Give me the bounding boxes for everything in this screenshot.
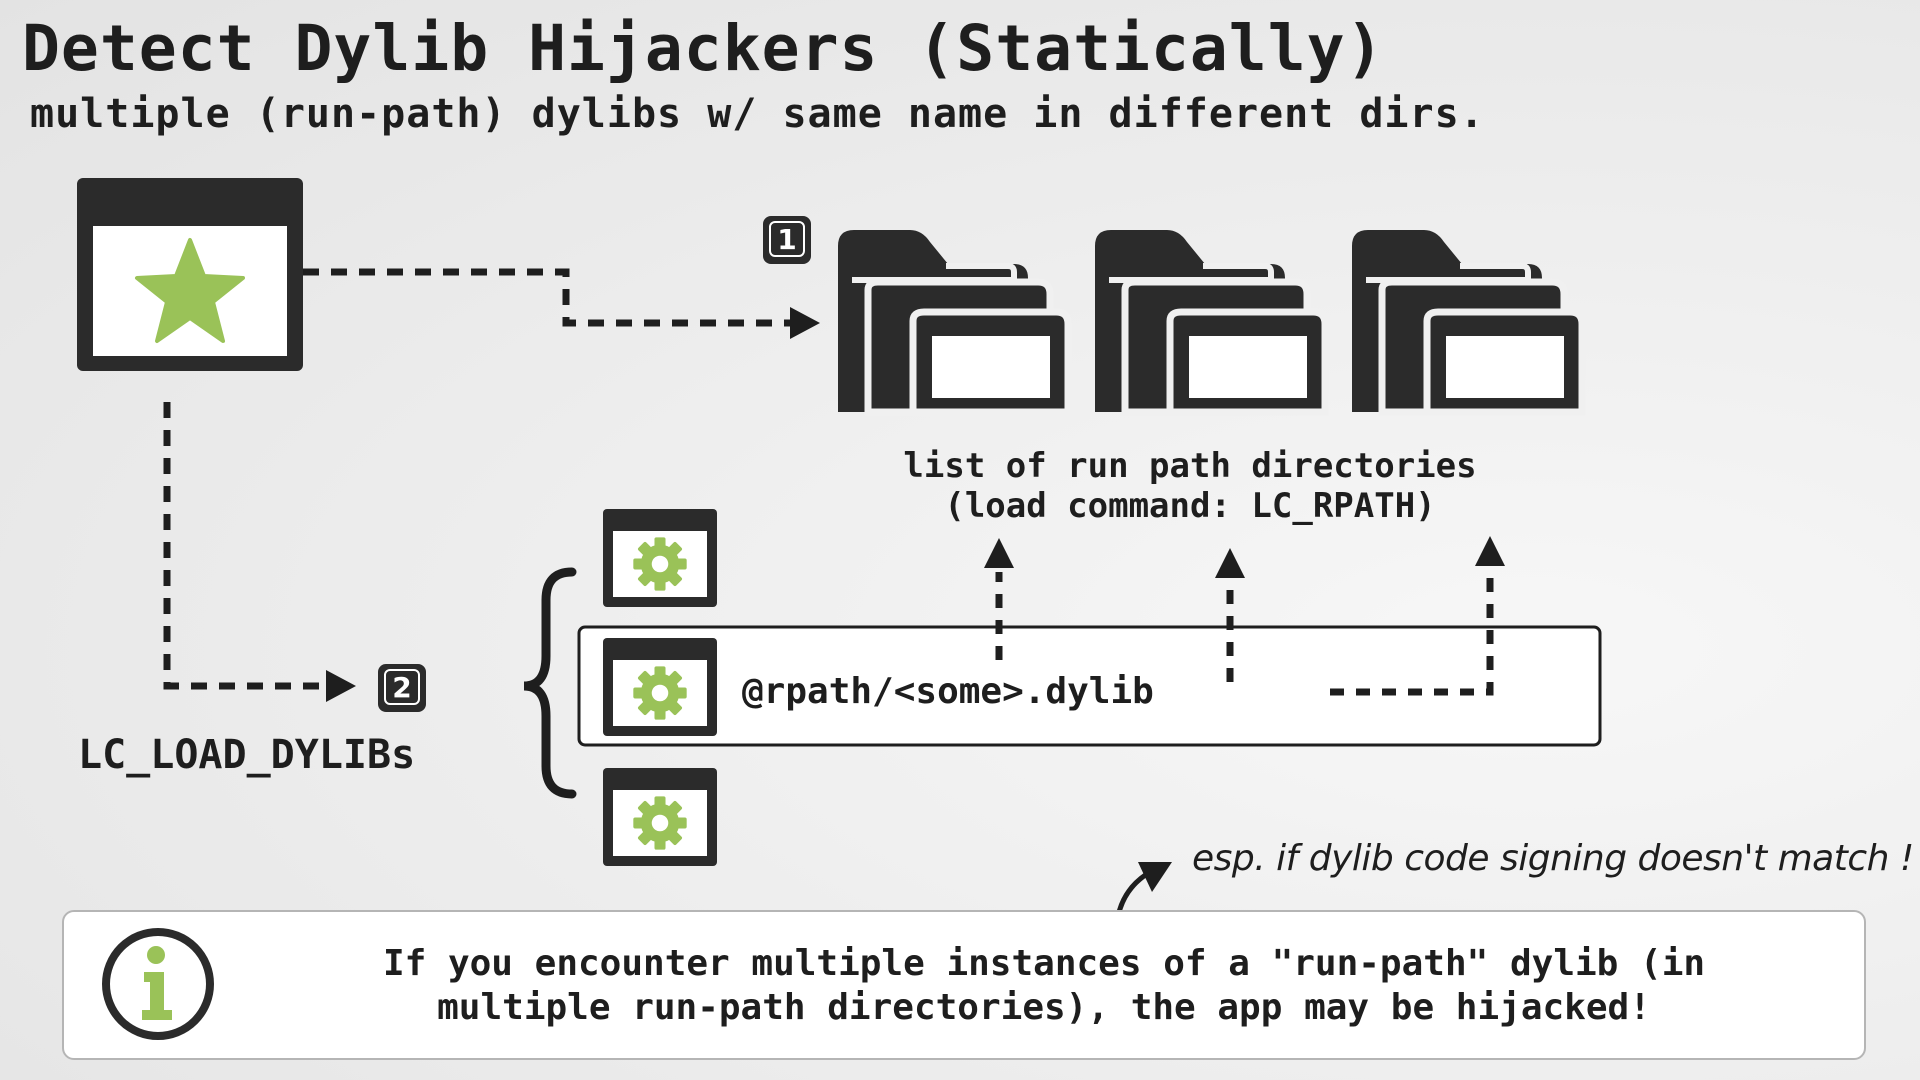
folder-icon — [838, 230, 1068, 412]
rpath-dirs-label-line1: list of run path directories — [903, 446, 1477, 486]
info-message-line2: multiple run-path directories), the app … — [437, 987, 1651, 1028]
load-dylibs-label: LC_LOAD_DYLIBs — [78, 732, 416, 778]
connector-app-to-load-dylibs — [163, 402, 328, 690]
slide-title: Detect Dylib Hijackers (Statically) — [22, 12, 1385, 85]
arrowhead-up-icon — [984, 538, 1014, 568]
arrowhead-right-icon — [790, 307, 820, 339]
star-icon — [135, 238, 245, 343]
dylib-gear-window-icon — [603, 768, 717, 866]
rpath-dylib-path: @rpath/<some>.dylib — [742, 671, 1154, 712]
info-message-line1: If you encounter multiple instances of a… — [382, 943, 1706, 984]
slide-subtitle: multiple (run-path) dylibs w/ same name … — [30, 91, 1485, 137]
rpath-dirs-label: list of run path directories (load comma… — [800, 446, 1580, 526]
step-badge-1: 1 — [763, 216, 811, 264]
info-callout: If you encounter multiple instances of a… — [62, 910, 1866, 1060]
code-signing-note: esp. if dylib code signing doesn't match… — [1192, 838, 1914, 879]
arrowhead-up-icon — [1475, 536, 1505, 566]
arrowhead-right-icon — [326, 670, 356, 702]
arrowhead-icon — [1138, 862, 1172, 892]
curly-brace — [523, 567, 577, 799]
step-badge-2-label: 2 — [392, 671, 411, 704]
step-badge-2: 2 — [378, 664, 426, 712]
step-badge-1-label: 1 — [777, 223, 796, 256]
folder-icon — [1095, 230, 1325, 412]
dylib-gear-window-icon — [603, 638, 717, 736]
connector-dylib-to-rpath-dirs — [995, 572, 1494, 696]
folder-icon — [1352, 230, 1582, 412]
rpath-dylib-row — [577, 625, 1602, 747]
connector-app-to-rpath-dirs — [303, 268, 800, 327]
info-message: If you encounter multiple instances of a… — [264, 942, 1824, 1030]
dylib-gear-window-icon — [603, 509, 717, 607]
info-icon — [102, 928, 214, 1040]
arrowhead-up-icon — [1215, 548, 1245, 578]
rpath-dirs-label-line2: (load command: LC_RPATH) — [944, 486, 1436, 526]
app-window-icon — [77, 178, 303, 371]
